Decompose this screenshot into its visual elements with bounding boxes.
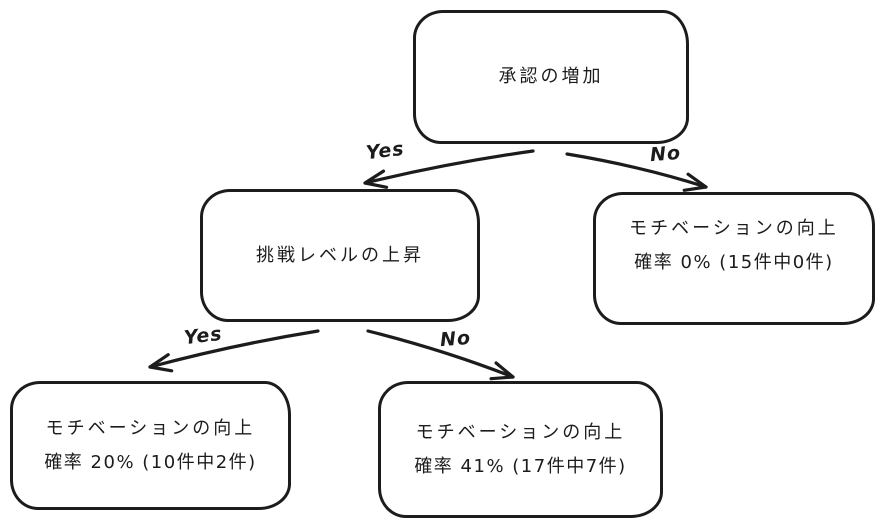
node-leaf-no-branch: モチベーションの向上 確率 0% (15件中0件) [593, 192, 875, 325]
edge-challenge-yes-arrow [148, 329, 320, 373]
leaf-title: モチベーションの向上 [415, 422, 626, 444]
edge-label-root-no: No [649, 141, 682, 167]
edge-root-no-arrow [565, 152, 708, 192]
node-leaf-yes-no-branch: モチベーションの向上 確率 41% (17件中7件) [378, 381, 663, 518]
edge-label-challenge-no: No [439, 326, 472, 352]
node-challenge-level: 挑戦レベルの上昇 [200, 189, 480, 322]
node-leaf-yes-yes-branch: モチベーションの向上 確率 20% (10件中2件) [10, 381, 291, 510]
edge-root-yes-arrow [363, 149, 535, 189]
edge-label-challenge-yes: Yes [182, 322, 224, 350]
edge-label-root-yes: Yes [364, 137, 406, 165]
node-root: 承認の増加 [413, 10, 689, 144]
leaf-title: モチベーションの向上 [45, 418, 256, 440]
probability-label: 確率 0% (15件中0件) [634, 251, 834, 273]
probability-label: 確率 20% (10件中2件) [44, 451, 257, 473]
node-challenge-label: 挑戦レベルの上昇 [256, 244, 424, 266]
leaf-title: モチベーションの向上 [629, 218, 839, 240]
edge-challenge-no-arrow [366, 329, 515, 381]
probability-label: 確率 41% (17件中7件) [414, 455, 627, 477]
node-root-label: 承認の増加 [498, 66, 604, 88]
